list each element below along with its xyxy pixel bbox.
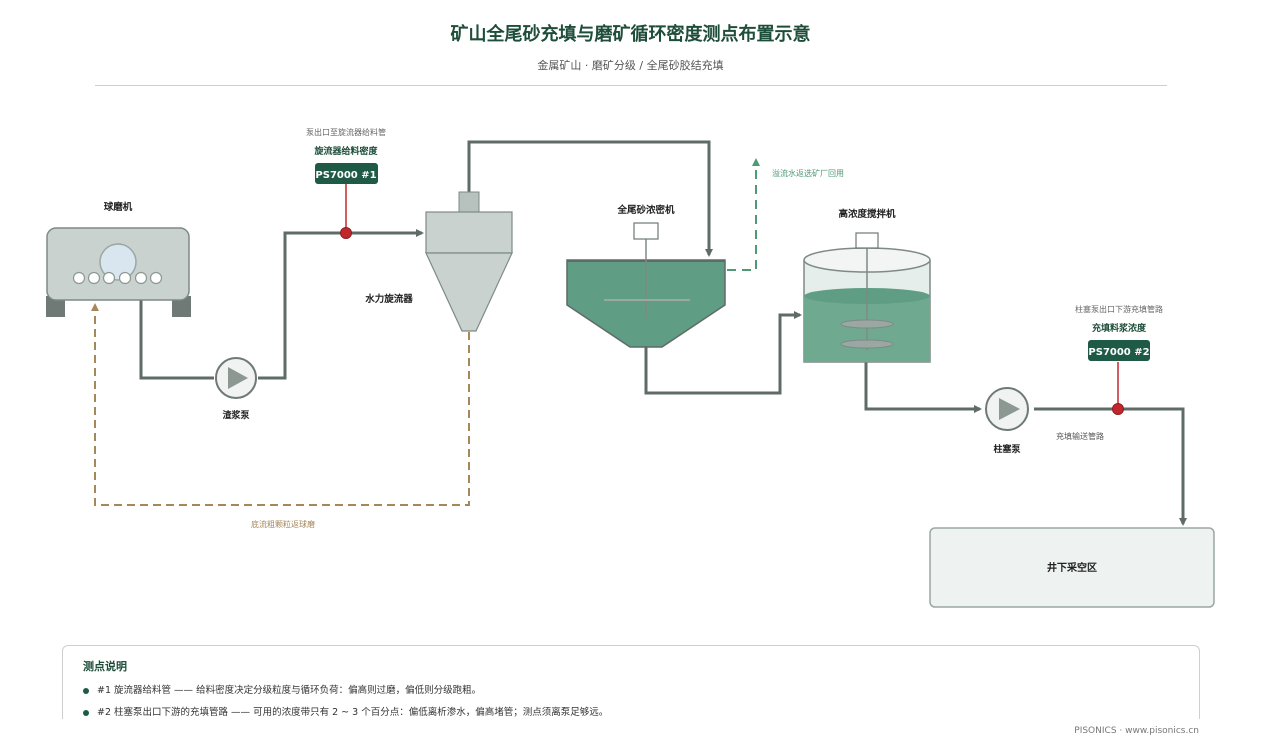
underground-stope (929, 527, 1215, 608)
underflow-return-label: 底流粗颗粒返球磨 (251, 519, 315, 529)
page-title: 矿山全尾砂充填与磨矿循环密度测点布置示意 (450, 24, 811, 45)
title-divider (95, 85, 1167, 86)
sensor-2-caption: 柱塞泵出口下游充填管路 (1075, 304, 1163, 314)
bullet-icon (83, 687, 89, 694)
ball-mill (46, 227, 191, 317)
stope-label: 井下采空区 (1047, 561, 1097, 574)
page-subtitle: 金属矿山 · 磨矿分级 / 全尾砂胶结充填 (537, 59, 724, 72)
ball-mill-label: 球磨机 (104, 201, 133, 213)
thickener-label: 全尾砂浓密机 (616, 204, 675, 216)
piston-pump (985, 387, 1029, 431)
legend-panel: 测点说明 #1 旋流器给料管 —— 给料密度决定分级粒度与循环负荷：偏高则过磨，… (62, 645, 1200, 719)
fill-pipeline-label: 充填输送管路 (1056, 431, 1104, 441)
legend-item: #2 柱塞泵出口下游的充填管路 —— 可用的浓度带只有 2 ~ 3 个百分点：偏… (83, 704, 608, 718)
pipe-fill-pipeline (1034, 407, 1187, 526)
piston-pump-label: 柱塞泵 (993, 443, 1021, 455)
legend-item-text: #1 旋流器给料管 —— 给料密度决定分级粒度与循环负荷：偏高则过磨，偏低则分级… (97, 685, 482, 696)
sensor-point-1 (315, 163, 378, 239)
legend-item: #1 旋流器给料管 —— 给料密度决定分级粒度与循环负荷：偏高则过磨，偏低则分级… (83, 682, 481, 696)
slurry-pump (215, 357, 257, 399)
high-concentration-mixer (803, 232, 931, 363)
bullet-icon (83, 709, 89, 716)
sensor-2-tag: PS7000 #2 (1088, 347, 1149, 358)
overflow-return-label: 溢流水返选矿厂回用 (772, 168, 844, 178)
overflow-water-return-line (727, 158, 760, 271)
pipe-pump-to-cyclone (258, 229, 424, 380)
pipe-cyclone-overflow-to-thickener (467, 140, 713, 257)
legend-item-text: #2 柱塞泵出口下游的充填管路 —— 可用的浓度带只有 2 ~ 3 个百分点：偏… (97, 707, 609, 718)
footer-brand: PISONICS · www.pisonics.cn (1074, 726, 1199, 736)
sensor-1-name: 旋流器给料密度 (313, 145, 378, 157)
legend-title: 测点说明 (83, 660, 127, 673)
slurry-pump-label: 渣浆泵 (222, 409, 250, 421)
pipe-mill-to-pump (139, 300, 214, 380)
hydrocyclone-label: 水力旋流器 (365, 293, 413, 305)
pipe-mixer-to-piston-pump (864, 362, 982, 413)
sensor-point-2 (1088, 340, 1150, 415)
sensor-2-name: 充填料浆浓度 (1092, 322, 1147, 334)
thickener (566, 222, 726, 348)
hydrocyclone (425, 191, 513, 332)
sensor-1-caption: 泵出口至旋流器给料管 (306, 127, 386, 137)
mixer-label: 高浓度搅拌机 (838, 208, 896, 220)
pipe-thickener-to-mixer (644, 311, 802, 395)
sensor-1-tag: PS7000 #1 (315, 170, 376, 181)
underflow-return-line (91, 303, 470, 506)
